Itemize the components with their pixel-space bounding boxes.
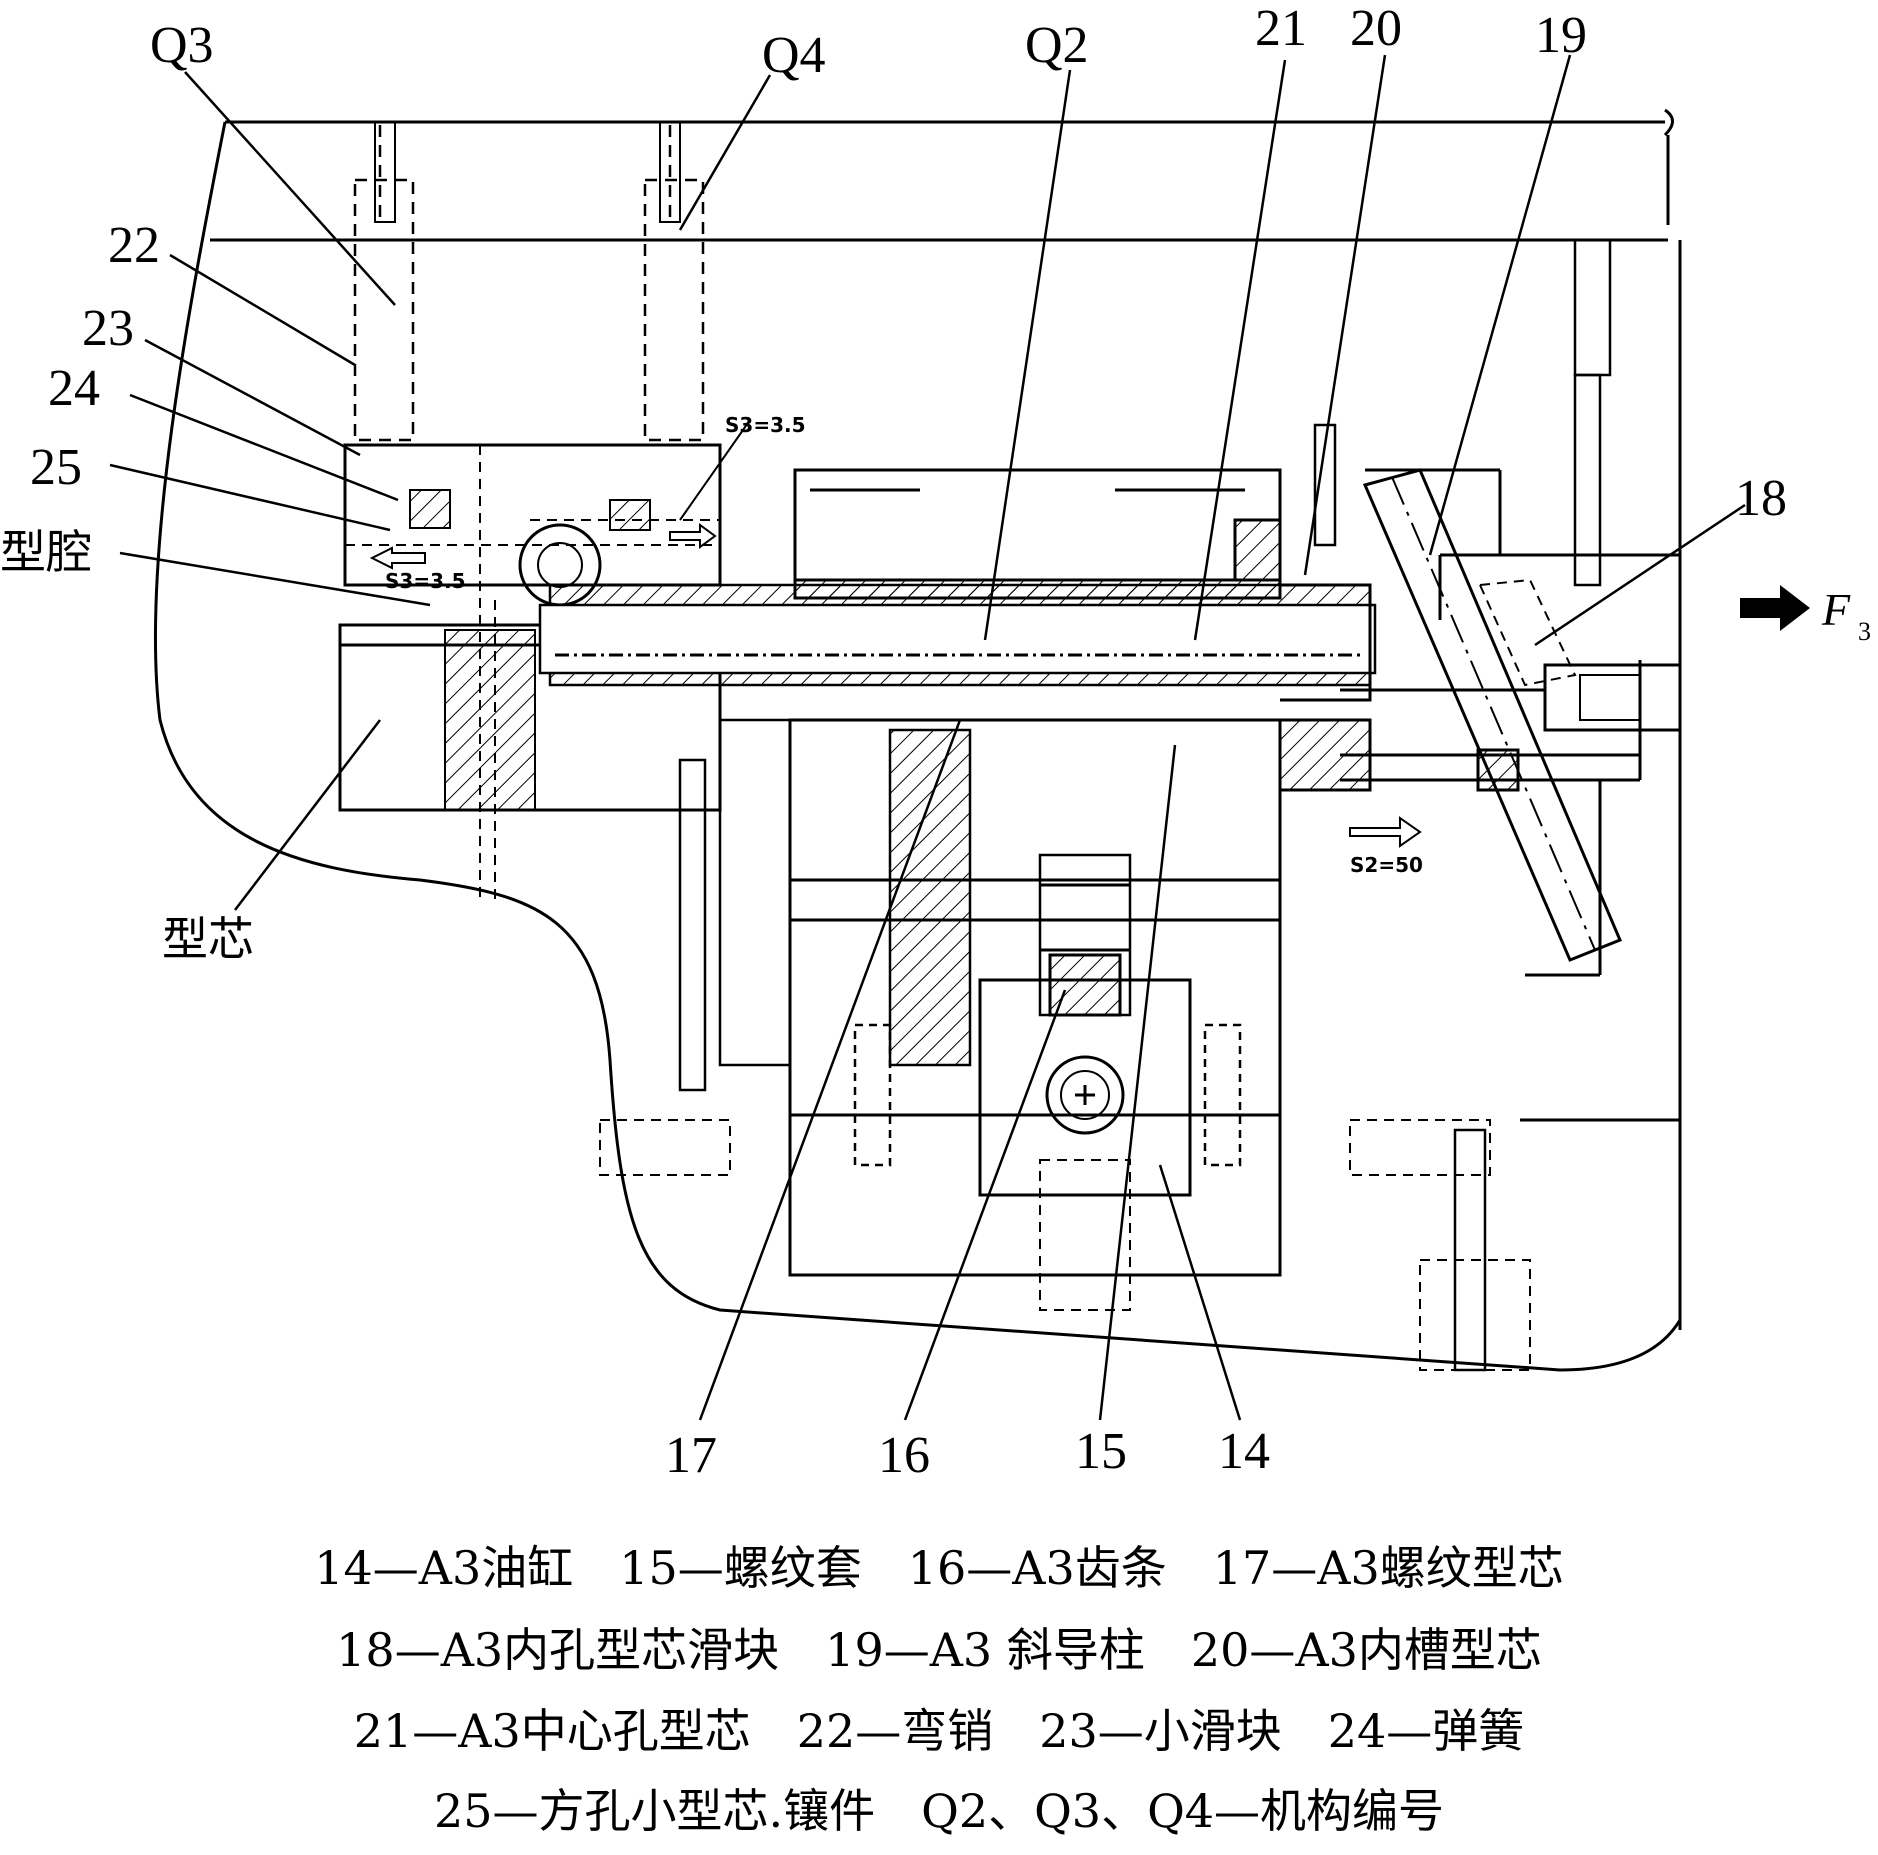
label-18: 18 [1735, 470, 1787, 527]
central-hole-core [538, 583, 1377, 702]
label-22: 22 [108, 217, 160, 274]
leader-lines [109, 54, 1746, 1421]
force-subscript: 3 [1858, 617, 1871, 646]
upper-clamp-block [793, 468, 1282, 600]
label-17: 17 [665, 1427, 717, 1484]
legend-line: 18—A3内孔型芯滑块 19—A3 斜导柱 20—A3内槽型芯 [336, 1623, 1542, 1677]
motion-arrow-s3-left [369, 546, 426, 570]
rack-16 [888, 728, 972, 1067]
force-arrow-f3 [1740, 585, 1810, 631]
legend-line: 21—A3中心孔型芯 22—弯销 23—小滑块 24—弹簧 [353, 1704, 1525, 1758]
angle-pin-19 [1362, 468, 1622, 962]
mold-outline-curve [153, 121, 1682, 1372]
label-15: 15 [1075, 1423, 1127, 1480]
oil-cylinder-14 [978, 978, 1192, 1311]
label-21: 21 [1255, 0, 1307, 57]
label-23: 23 [82, 300, 134, 357]
label-20: 20 [1350, 0, 1402, 57]
right-housing [1365, 468, 1642, 977]
thread-core-17 [444, 629, 536, 811]
spring-24 [409, 489, 651, 531]
note-s3-top: S3=3.5 [725, 413, 806, 437]
label-q2: Q2 [1025, 17, 1089, 74]
legend-line: 14—A3油缸 15—螺纹套 16—A3齿条 17—A3螺纹型芯 [314, 1541, 1564, 1595]
label-19: 19 [1535, 7, 1587, 64]
label-25: 25 [30, 439, 82, 496]
motion-arrow-s3-right [669, 523, 717, 549]
guide-post-q4 [643, 125, 705, 442]
guide-post-q3 [353, 125, 415, 442]
force-label: F [1821, 584, 1851, 635]
label-core: 型芯 [162, 912, 254, 966]
label-cavity: 型腔 [0, 525, 92, 579]
note-s2: S2=50 [1350, 853, 1423, 877]
lower-housing [718, 718, 1372, 1277]
label-q3: Q3 [150, 17, 214, 74]
note-s3-left: S3=3.5 [385, 569, 466, 593]
mold-mechanism-drawing: Q3 Q4 Q2 21 20 19 18 22 23 24 25 型腔 型芯 1… [0, 0, 1871, 1484]
inner-hole-core-slider-18 [1340, 578, 1682, 782]
pinion [1038, 853, 1132, 1017]
label-24: 24 [48, 360, 100, 417]
bolts [678, 238, 1612, 1372]
label-14: 14 [1218, 1423, 1270, 1480]
top-clamp-plate [210, 108, 1674, 242]
legend-line: 25—方孔小型芯.镶件 Q2、Q3、Q4—机构编号 [433, 1784, 1445, 1838]
label-q4: Q4 [762, 27, 826, 84]
label-16: 16 [878, 1427, 930, 1484]
motion-arrow-s2 [1349, 816, 1422, 848]
